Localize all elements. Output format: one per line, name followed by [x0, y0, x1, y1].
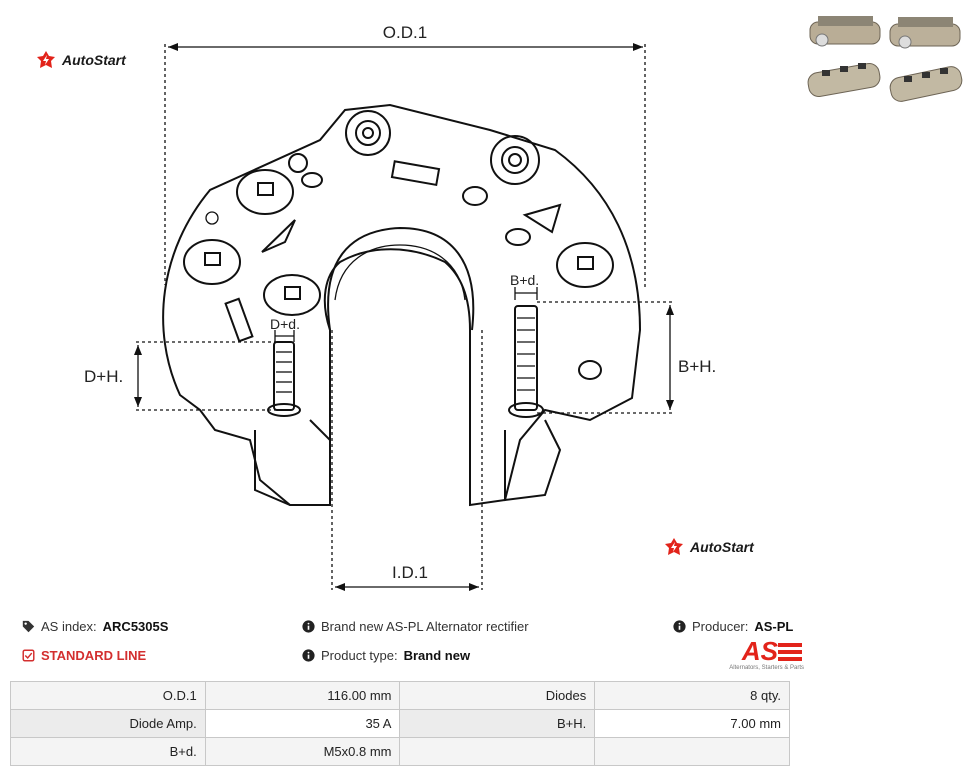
spec-value: 8 qty.: [594, 681, 790, 710]
as-logo-tagline: Alternators, Starters & Parts: [729, 665, 804, 671]
spec-key: Diodes: [399, 681, 596, 710]
rectifier-body: [162, 103, 642, 507]
info-icon: [673, 620, 686, 633]
as-index: AS index: ARC5305S: [22, 619, 168, 634]
product-description: Brand new AS-PL Alternator rectifier: [302, 619, 529, 634]
product-type-label: Product type:: [321, 648, 398, 663]
spec-table: O.D.1 116.00 mm Diodes 8 qty. Diode Amp.…: [10, 681, 790, 766]
spec-key: [399, 737, 596, 766]
producer-value: AS-PL: [754, 619, 794, 634]
bh-label: B+H.: [678, 357, 716, 376]
product-type-value: Brand new: [403, 648, 471, 663]
dh-label: D+H.: [84, 367, 123, 386]
autostart-logo-top: AutoStart: [36, 50, 126, 70]
producer: Producer: AS-PL: [673, 619, 793, 634]
as-index-value: ARC5305S: [102, 619, 169, 634]
autostart-logo-icon: [37, 51, 55, 68]
as-logo-stripes: [778, 643, 802, 661]
spec-key: O.D.1: [10, 681, 206, 710]
tag-icon: [22, 620, 35, 633]
rectifier-drawing: O.D.1: [84, 23, 716, 591]
table-row: Diode Amp. 35 A B+H. 7.00 mm: [10, 709, 790, 738]
check-square-icon: [22, 649, 35, 662]
od1-label: O.D.1: [383, 23, 427, 42]
as-logo-text: AS: [741, 636, 778, 666]
bd-label: B+d.: [510, 272, 539, 288]
spec-value: M5x0.8 mm: [204, 737, 401, 766]
spec-key: Diode Amp.: [10, 709, 206, 738]
product-type: Product type: Brand new: [302, 648, 470, 663]
spec-value: [594, 737, 790, 766]
autostart-brand-name: AutoStart: [690, 539, 754, 555]
info-icon: [302, 620, 315, 633]
spec-value: 35 A: [204, 709, 401, 738]
spec-key: B+H.: [399, 709, 596, 738]
producer-label: Producer:: [692, 619, 749, 634]
standard-line-text: STANDARD LINE: [41, 648, 147, 663]
id1-label: I.D.1: [392, 563, 428, 582]
dd-label: D+d.: [270, 316, 300, 332]
autostart-brand-name: AutoStart: [62, 52, 126, 68]
standard-line-badge: STANDARD LINE: [22, 648, 146, 663]
rectifier-photo: [807, 16, 963, 102]
spec-value: 7.00 mm: [594, 709, 790, 738]
product-thumbnails[interactable]: [800, 8, 970, 118]
autostart-logo-icon: [665, 538, 683, 555]
info-icon: [302, 649, 315, 662]
table-row: B+d. M5x0.8 mm: [10, 737, 790, 766]
table-row: O.D.1 116.00 mm Diodes 8 qty.: [10, 681, 790, 710]
description-text: Brand new AS-PL Alternator rectifier: [321, 619, 529, 634]
spec-value: 116.00 mm: [204, 681, 401, 710]
as-pl-logo: AS Alternators, Starters & Parts: [712, 636, 804, 674]
spec-key: B+d.: [10, 737, 206, 766]
as-index-label: AS index:: [41, 619, 97, 634]
autostart-logo-bottom: AutoStart: [664, 537, 754, 557]
